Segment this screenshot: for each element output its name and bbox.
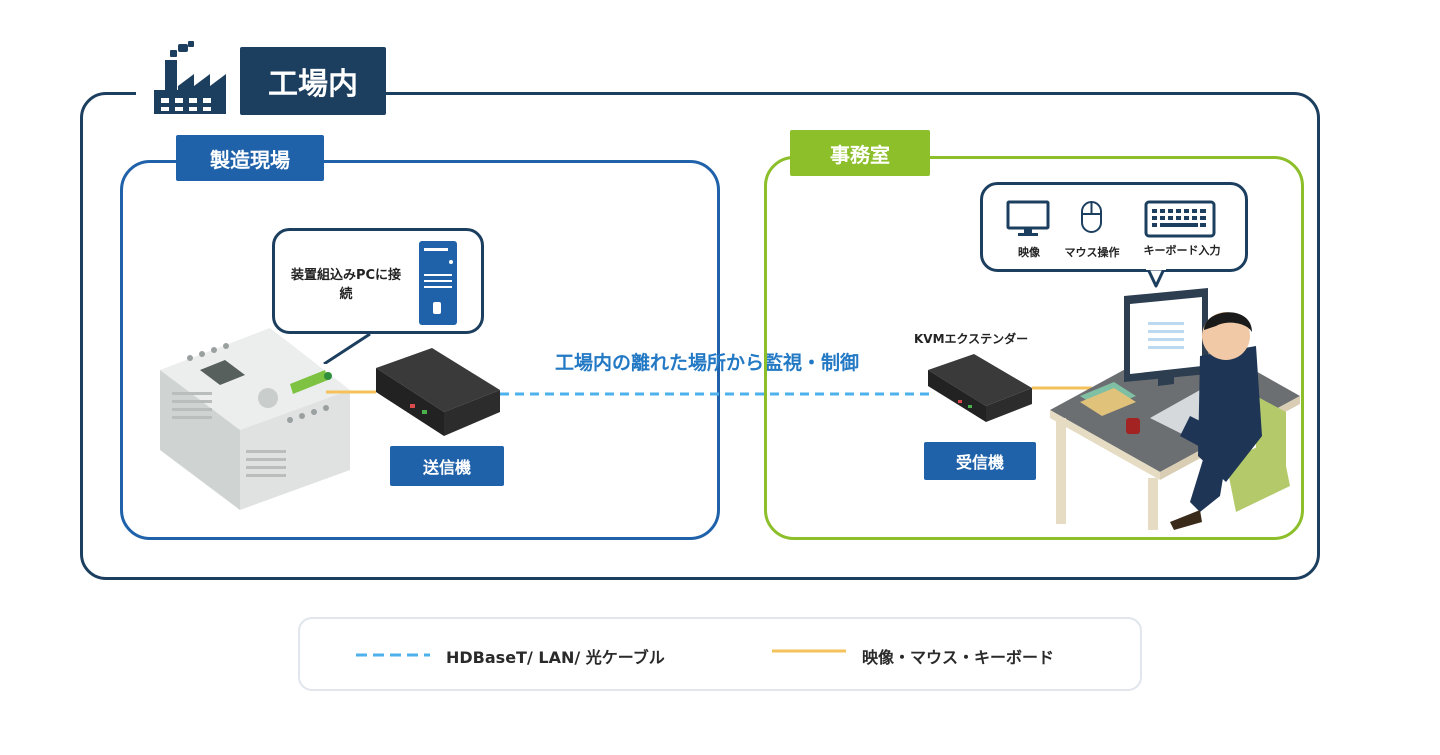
office-title: 事務室 bbox=[790, 130, 930, 176]
kvm-extender-caption: KVMエクステンダー bbox=[914, 332, 1029, 346]
transmitter-device bbox=[376, 348, 500, 436]
callout-label-mouse: マウス操作 bbox=[1064, 246, 1120, 259]
office-worker-illustration bbox=[1050, 288, 1300, 530]
transmitter-label: 送信機 bbox=[390, 446, 504, 486]
factory-frame bbox=[80, 92, 1320, 580]
legend-label-cable: HDBaseT/ LAN/ 光ケーブル bbox=[446, 648, 665, 667]
receiver-label: 受信機 bbox=[924, 442, 1036, 480]
callout-label-video: 映像 bbox=[1018, 246, 1040, 259]
legend bbox=[298, 617, 1142, 691]
monitor-icon bbox=[1006, 200, 1050, 236]
receiver-device bbox=[928, 354, 1032, 422]
connection-caption: 工場内の離れた場所から監視・制御 bbox=[555, 352, 860, 374]
connection-lines bbox=[326, 386, 1092, 396]
mouse-icon bbox=[1081, 201, 1102, 233]
manufacturing-title: 製造現場 bbox=[176, 135, 324, 181]
industrial-controller-illustration bbox=[160, 328, 350, 510]
manufacturing-frame bbox=[120, 160, 720, 540]
legend-swatch-solid bbox=[772, 649, 846, 653]
legend-label-signal: 映像・マウス・キーボード bbox=[862, 648, 1055, 667]
callout-label-keyboard: キーボード入力 bbox=[1143, 244, 1221, 257]
factory-icon bbox=[154, 41, 226, 114]
factory-title: 工場内 bbox=[240, 47, 386, 115]
keyboard-icon bbox=[1144, 200, 1216, 238]
legend-swatch-dashed bbox=[356, 653, 430, 657]
callout-text: 装置組込みPCに接続 bbox=[290, 268, 402, 302]
server-tower-icon bbox=[419, 241, 457, 325]
office-frame bbox=[764, 156, 1304, 540]
